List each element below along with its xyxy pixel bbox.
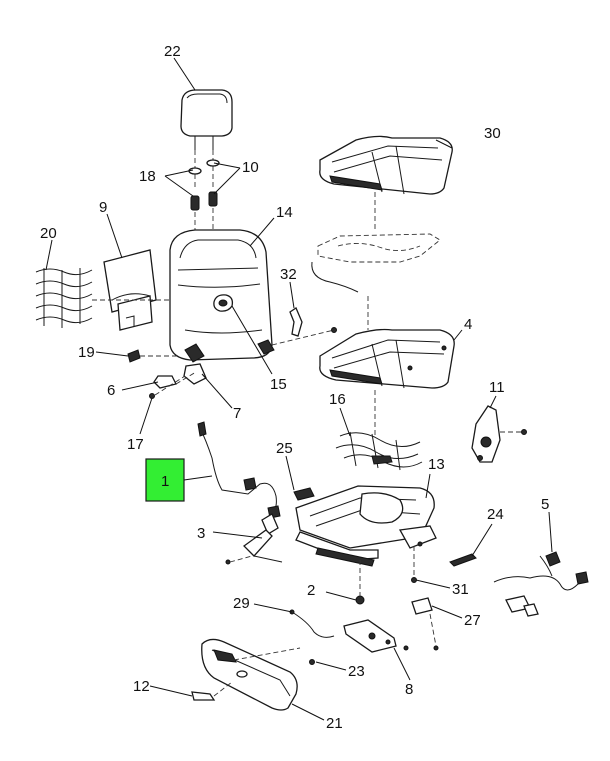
callout-22: 22 <box>164 43 181 60</box>
callout-9: 9 <box>99 199 107 216</box>
callout-16: 16 <box>329 391 346 408</box>
seat-bracket <box>343 619 409 653</box>
seat-spring <box>335 431 423 471</box>
headrest-guides <box>188 159 220 238</box>
side-shield <box>201 638 315 711</box>
callout-12: 12 <box>133 678 150 695</box>
trim-piece <box>191 681 233 701</box>
callout-24: 24 <box>487 506 504 523</box>
callout-6: 6 <box>107 382 115 399</box>
callout-17: 17 <box>127 436 144 453</box>
callout-19: 19 <box>78 344 95 361</box>
seat-frame <box>295 485 437 583</box>
callout-7: 7 <box>233 405 241 422</box>
control-module <box>411 597 439 651</box>
callout-1: 1 <box>161 473 169 490</box>
callout-14: 14 <box>276 204 293 221</box>
heater-module <box>449 553 477 567</box>
callout-21: 21 <box>326 715 343 732</box>
leader-lines <box>45 57 553 721</box>
callout-10: 10 <box>242 159 259 176</box>
fastener <box>355 560 365 605</box>
callout-27: 27 <box>464 612 481 629</box>
callout-32: 32 <box>280 266 297 283</box>
callout-18: 18 <box>139 168 156 185</box>
switch-bracket <box>293 487 315 501</box>
spring-mat <box>35 268 170 328</box>
callout-15: 15 <box>270 376 287 393</box>
belt-buckle <box>225 513 283 565</box>
back-panel <box>103 249 157 331</box>
highlighted-callout-box[interactable] <box>145 458 185 502</box>
callout-5: 5 <box>541 496 549 513</box>
callout-11: 11 <box>489 379 505 396</box>
back-hardware <box>127 307 337 399</box>
cushion-cover <box>319 135 453 195</box>
callout-30: 30 <box>484 125 501 142</box>
callout-13: 13 <box>428 456 445 473</box>
callout-3: 3 <box>197 525 205 542</box>
callout-8: 8 <box>405 681 413 698</box>
wire-harness <box>197 421 281 519</box>
pad-heater <box>311 233 441 293</box>
callout-2: 2 <box>307 582 315 599</box>
callout-labels: 22 18 10 14 9 20 30 32 19 15 4 6 7 17 16… <box>40 43 549 732</box>
release-cable <box>289 609 335 638</box>
callout-4: 4 <box>464 316 472 333</box>
seat-harness <box>493 551 589 617</box>
recliner-cover <box>471 405 527 463</box>
seat-back <box>169 229 275 363</box>
callout-25: 25 <box>276 440 293 457</box>
callout-31: 31 <box>452 581 469 598</box>
headrest <box>180 89 233 190</box>
callout-20: 20 <box>40 225 57 242</box>
callout-29: 29 <box>233 595 250 612</box>
callout-23: 23 <box>348 663 365 680</box>
seat-cushion <box>319 328 455 389</box>
